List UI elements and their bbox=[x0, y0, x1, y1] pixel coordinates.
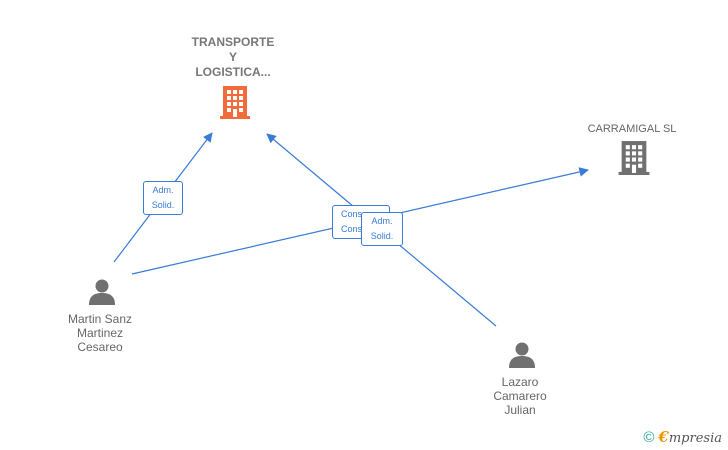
edge-badge-martin-main[interactable]: Adm. Solid. bbox=[143, 181, 183, 215]
edge-badge-lazaro-main[interactable]: Adm. Solid. bbox=[361, 212, 403, 246]
person-martin-label-line-3: Cesareo bbox=[77, 340, 123, 354]
edge-badge-line-2: Cons. bbox=[341, 224, 365, 234]
building-icon[interactable] bbox=[220, 85, 250, 119]
company-main-label-line-1: TRANSPORTE bbox=[191, 35, 275, 49]
person-lazaro-label-line-2: Camarero bbox=[493, 389, 547, 403]
company-main-label-line-3: LOGISTICA... bbox=[195, 65, 271, 79]
person-icon[interactable] bbox=[88, 277, 116, 305]
person-lazaro-label-line-3: Julian bbox=[504, 403, 536, 417]
person-icon[interactable] bbox=[508, 340, 536, 368]
copyright-icon: © bbox=[643, 428, 655, 446]
company-main-label[interactable]: TRANSPORTE Y LOGISTICA... bbox=[183, 35, 283, 80]
empresia-logo: €mpresia bbox=[658, 428, 722, 446]
company-carramigal-label[interactable]: CARRAMIGAL SL bbox=[587, 123, 677, 135]
edge-badge-line-1: Cons. bbox=[341, 209, 365, 219]
company-main-label-line-2: Y bbox=[228, 50, 237, 64]
person-lazaro-label-line-1: Lazaro bbox=[501, 375, 539, 389]
person-martin-label-line-1: Martin Sanz bbox=[67, 312, 133, 326]
edge-badge-line-1: Adm. bbox=[371, 216, 393, 226]
edge-badge-line-1: Adm. bbox=[152, 185, 174, 195]
edge-badge-line-2: Solid. bbox=[370, 231, 394, 241]
footer-brand: © €mpresia bbox=[643, 428, 722, 446]
empresia-logo-text: mpresia bbox=[668, 431, 722, 446]
person-martin-label[interactable]: Martin Sanz Martinez Cesareo bbox=[50, 312, 150, 354]
building-icon[interactable] bbox=[618, 140, 650, 175]
empresia-logo-e: € bbox=[658, 428, 669, 446]
person-lazaro-label[interactable]: Lazaro Camarero Julian bbox=[470, 375, 570, 417]
edge-badge-line-2: Solid. bbox=[151, 200, 175, 210]
person-martin-label-line-2: Martinez bbox=[76, 326, 123, 340]
